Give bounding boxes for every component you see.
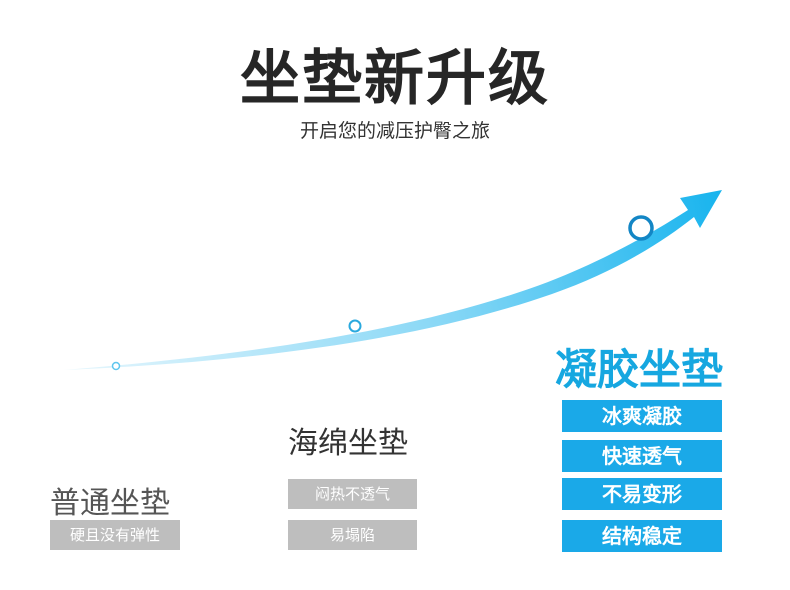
gel-level-marker xyxy=(628,215,654,241)
feature-tag-gel: 冰爽凝胶 xyxy=(562,400,722,432)
page-subtitle: 开启您的减压护臀之旅 xyxy=(299,120,490,142)
upgrade-arrow-body xyxy=(64,190,722,370)
tier-name-ordinary: 普通坐垫 xyxy=(50,486,170,521)
sponge-level-marker xyxy=(348,319,362,333)
tier-name-gel: 凝胶坐垫 xyxy=(555,345,724,394)
page-title: 坐垫新升级 xyxy=(240,44,550,114)
ordinary-level-marker xyxy=(111,361,121,371)
tier-name-sponge: 海绵坐垫 xyxy=(288,426,408,461)
feature-tag-gel: 快速透气 xyxy=(562,440,722,472)
feature-tag-sponge: 闷热不透气 xyxy=(288,479,417,509)
feature-tag-gel: 不易变形 xyxy=(562,478,722,510)
feature-tag-gel: 结构稳定 xyxy=(562,520,722,552)
feature-tag-ordinary: 硬且没有弹性 xyxy=(50,520,180,550)
feature-tag-sponge: 易塌陷 xyxy=(288,520,417,550)
